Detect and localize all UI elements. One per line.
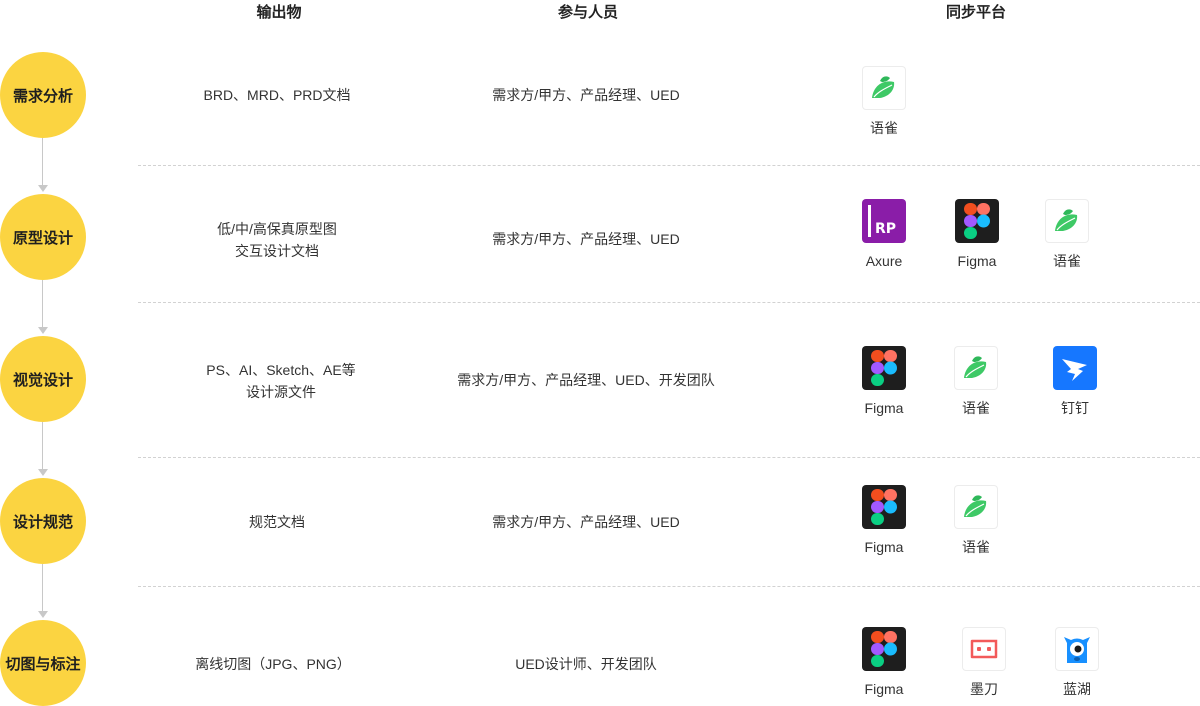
- output-line: BRD、MRD、PRD文档: [203, 87, 351, 103]
- yuque-icon: [862, 66, 906, 110]
- figma-icon: [862, 346, 906, 390]
- header-participants: 参与人员: [557, 4, 619, 21]
- flow-arrow: [38, 327, 48, 334]
- tool-name: 语雀: [962, 539, 990, 555]
- output-cell: 规范文档: [249, 511, 305, 533]
- tool-name: Figma: [864, 681, 904, 697]
- tool-name: 语雀: [1053, 253, 1081, 269]
- tool-item: 语雀: [936, 346, 1016, 417]
- participants-cell: UED设计师、开发团队: [515, 656, 657, 672]
- tool-name: Figma: [864, 539, 904, 555]
- tool-name: Figma: [957, 253, 997, 269]
- tool-name: 蓝湖: [1063, 681, 1091, 697]
- output-line: 规范文档: [249, 514, 305, 530]
- flow-arrow: [38, 185, 48, 192]
- row-divider: [138, 165, 1200, 166]
- tool-name: 墨刀: [970, 681, 998, 697]
- participants-cell: 需求方/甲方、产品经理、UED: [492, 514, 680, 530]
- participants-cell: 需求方/甲方、产品经理、UED: [492, 231, 680, 247]
- flow-connector: [42, 564, 43, 612]
- output-cell: 离线切图（JPG、PNG）: [195, 653, 351, 675]
- row-divider: [138, 457, 1200, 458]
- yuque-icon: [1045, 199, 1089, 243]
- tool-item: 钉钉: [1035, 346, 1115, 417]
- axure-icon: RP: [862, 199, 906, 243]
- row-divider: [138, 586, 1200, 587]
- participants-cell: 需求方/甲方、产品经理、UED、开发团队: [457, 372, 715, 388]
- tool-item: 语雀: [844, 66, 924, 137]
- flow-connector: [42, 422, 43, 470]
- output-cell: 低/中/高保真原型图 交互设计文档: [217, 218, 337, 262]
- header-platforms: 同步平台: [945, 4, 1007, 21]
- flow-connector: [42, 280, 43, 328]
- row-divider: [138, 302, 1200, 303]
- stage-design-spec: 设计规范: [0, 478, 86, 564]
- flow-arrow: [38, 611, 48, 618]
- tool-name: 钉钉: [1061, 400, 1089, 416]
- output-line: 交互设计文档: [235, 243, 319, 259]
- output-cell: BRD、MRD、PRD文档: [204, 84, 351, 106]
- output-line: 离线切图（JPG、PNG）: [195, 656, 351, 672]
- tool-item: 语雀: [1027, 199, 1107, 270]
- figma-icon: [862, 485, 906, 529]
- tool-name: Axure: [865, 253, 903, 269]
- tool-item: 墨刀: [944, 627, 1024, 698]
- tool-item: Figma: [844, 627, 924, 698]
- participants-cell: 需求方/甲方、产品经理、UED: [492, 87, 680, 103]
- tool-item: 蓝湖: [1037, 627, 1117, 698]
- tool-item: Figma: [937, 199, 1017, 270]
- output-line: PS、AI、Sketch、AE等: [206, 362, 356, 378]
- tool-item: RP Axure: [844, 199, 924, 270]
- stage-prototype: 原型设计: [0, 194, 86, 280]
- svg-text:RP: RP: [875, 221, 896, 237]
- tool-item: Figma: [844, 485, 924, 556]
- figma-icon: [955, 199, 999, 243]
- modao-icon: [962, 627, 1006, 671]
- stage-visual-design: 视觉设计: [0, 336, 86, 422]
- tool-item: Figma: [844, 346, 924, 417]
- tool-name: Figma: [864, 400, 904, 416]
- stage-requirements: 需求分析: [0, 52, 86, 138]
- output-line: 低/中/高保真原型图: [217, 221, 337, 237]
- tool-name: 语雀: [962, 400, 990, 416]
- dingtalk-icon: [1053, 346, 1097, 390]
- output-cell: PS、AI、Sketch、AE等 设计源文件: [206, 359, 355, 403]
- yuque-icon: [954, 346, 998, 390]
- header-output: 输出物: [256, 4, 302, 21]
- flow-connector: [42, 138, 43, 186]
- lanhu-icon: [1055, 627, 1099, 671]
- tool-name: 语雀: [870, 120, 898, 136]
- stage-slicing-annotation: 切图与标注: [0, 620, 86, 706]
- flow-arrow: [38, 469, 48, 476]
- output-line: 设计源文件: [245, 384, 316, 400]
- figma-icon: [862, 627, 906, 671]
- tool-item: 语雀: [936, 485, 1016, 556]
- yuque-icon: [954, 485, 998, 529]
